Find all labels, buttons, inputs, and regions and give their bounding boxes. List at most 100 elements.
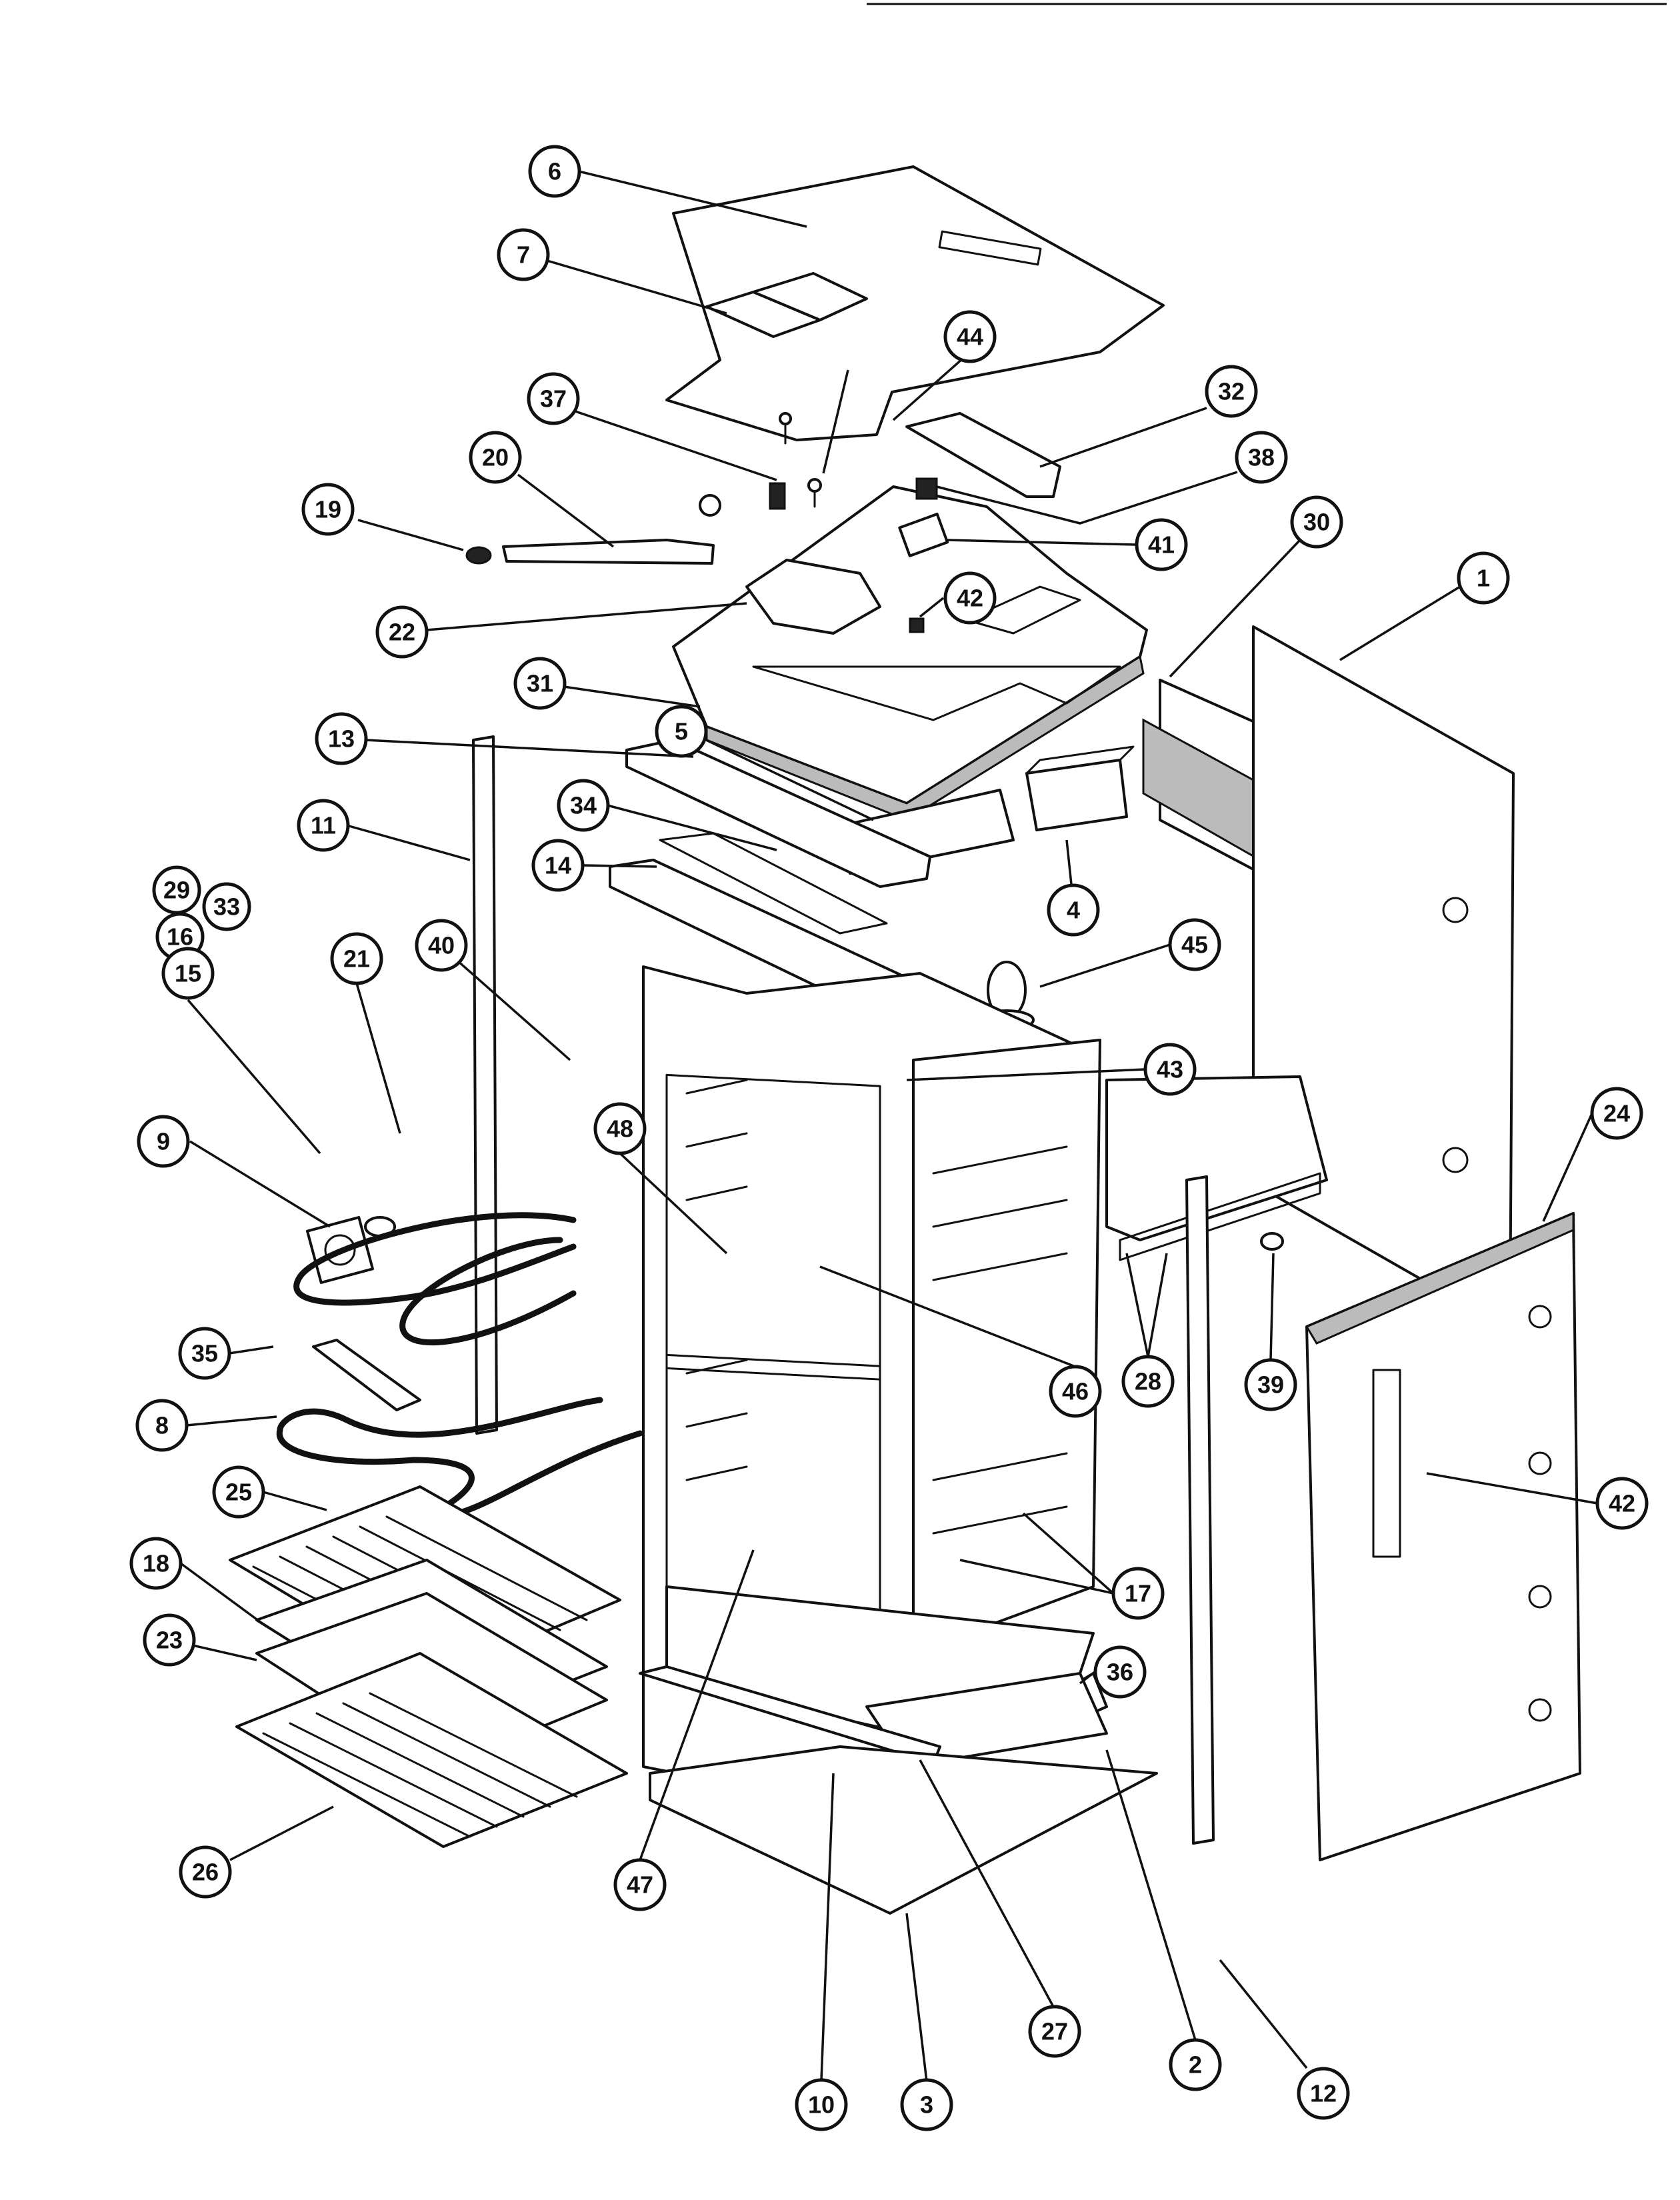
callout-22-label: 22 bbox=[389, 619, 415, 646]
callout-17-circle bbox=[1111, 1567, 1165, 1620]
callout-2-label: 2 bbox=[1189, 2051, 1202, 2079]
callout-7: 7 bbox=[497, 228, 550, 281]
callout-26-label: 26 bbox=[192, 1859, 219, 1886]
leader-lines bbox=[169, 170, 1598, 2082]
leader-line bbox=[346, 824, 471, 861]
callout-45-label: 45 bbox=[1181, 931, 1208, 959]
leader-line bbox=[959, 1512, 1115, 1595]
callout-8-circle bbox=[135, 1399, 189, 1452]
divider-pan-2 bbox=[1119, 1172, 1321, 1261]
callout-35-circle bbox=[178, 1327, 231, 1380]
toe-kick bbox=[639, 1665, 941, 1765]
broil-element-outer bbox=[293, 1212, 577, 1306]
side-panel-hole bbox=[1528, 1305, 1552, 1329]
callout-29-label: 29 bbox=[163, 877, 190, 904]
callout-18-label: 18 bbox=[143, 1550, 169, 1577]
callout-44-label: 44 bbox=[957, 323, 983, 351]
leader-line bbox=[189, 1140, 331, 1228]
callout-36: 36 bbox=[1093, 1645, 1147, 1699]
callout-10-circle bbox=[795, 2078, 848, 2131]
callout-1-label: 1 bbox=[1477, 565, 1490, 592]
leader-line bbox=[1219, 1959, 1308, 2069]
callout-46: 46 bbox=[1049, 1365, 1102, 1418]
callout-27-circle bbox=[1028, 2005, 1081, 2058]
callout-31-circle bbox=[513, 657, 567, 710]
callout-6: 6 bbox=[528, 145, 581, 198]
callout-26: 26 bbox=[179, 1845, 232, 1899]
callout-25-circle bbox=[212, 1465, 265, 1519]
leader-line bbox=[439, 944, 571, 1061]
rack-guide-right bbox=[932, 1145, 1068, 1535]
leader-line bbox=[357, 519, 464, 551]
callout-15: 15 bbox=[161, 947, 215, 1000]
callout-38-label: 38 bbox=[1248, 444, 1275, 471]
part-drawings bbox=[229, 165, 1581, 1915]
callout-19: 19 bbox=[301, 483, 355, 536]
broil-element-inner bbox=[399, 1237, 577, 1346]
callout-11-label: 11 bbox=[311, 812, 336, 839]
callout-11-circle bbox=[297, 799, 350, 852]
leader-line bbox=[946, 539, 1137, 546]
control-panel-face bbox=[752, 665, 1121, 721]
rack-guide bbox=[685, 1079, 748, 1481]
callout-5: 5 bbox=[655, 705, 708, 758]
callout-14-label: 14 bbox=[545, 852, 571, 879]
callout-31-label: 31 bbox=[527, 670, 553, 697]
top-panel-slot bbox=[938, 230, 1042, 266]
callout-19-circle bbox=[301, 483, 355, 536]
callout-5-circle bbox=[655, 705, 708, 758]
side-panel-edge bbox=[1305, 1211, 1575, 1345]
light-socket-lamp bbox=[324, 1234, 356, 1266]
leader-line bbox=[1426, 1472, 1598, 1505]
callout-10-label: 10 bbox=[808, 2091, 835, 2119]
leader-line bbox=[187, 999, 321, 1155]
control-knob bbox=[465, 546, 492, 565]
callout-48-label: 48 bbox=[607, 1115, 633, 1143]
door-switch-upper bbox=[909, 617, 925, 633]
callout-1-circle bbox=[1457, 551, 1510, 605]
callout-7-label: 7 bbox=[517, 241, 530, 269]
leader-line bbox=[1125, 1253, 1168, 1357]
leader-line bbox=[1079, 1671, 1096, 1685]
callout-27-label: 27 bbox=[1041, 2018, 1068, 2045]
callout-39: 39 bbox=[1244, 1358, 1297, 1411]
callout-43-label: 43 bbox=[1157, 1056, 1183, 1083]
control-panel-recess bbox=[965, 585, 1081, 635]
leader-line bbox=[822, 369, 849, 474]
callout-47-circle bbox=[613, 1858, 667, 1911]
callout-25-label: 25 bbox=[225, 1479, 252, 1506]
callout-9-label: 9 bbox=[157, 1128, 170, 1155]
callout-24: 24 bbox=[1590, 1087, 1643, 1140]
callout-35: 35 bbox=[178, 1327, 231, 1380]
lower-rack-bars bbox=[262, 1692, 578, 1838]
callout-10: 10 bbox=[795, 2078, 848, 2131]
callout-43: 43 bbox=[1143, 1043, 1197, 1096]
relay-switch bbox=[769, 482, 786, 510]
divider-pan bbox=[1105, 1075, 1328, 1241]
callout-32-label: 32 bbox=[1218, 378, 1245, 405]
leader-line bbox=[365, 739, 694, 758]
callout-47-label: 47 bbox=[627, 1871, 653, 1899]
callout-39-circle bbox=[1244, 1358, 1297, 1411]
callout-23-label: 23 bbox=[156, 1627, 183, 1654]
callout-29: 29 bbox=[152, 865, 201, 915]
callout-4: 4 bbox=[1047, 883, 1100, 937]
leader-line bbox=[517, 473, 615, 548]
callout-14: 14 bbox=[531, 839, 585, 892]
side-bracket bbox=[905, 412, 1061, 498]
rear-panel-hole bbox=[1442, 897, 1469, 923]
side-panel-hole-3 bbox=[1528, 1585, 1552, 1609]
leader-line bbox=[892, 352, 970, 421]
callout-42-lower-circle bbox=[1595, 1477, 1649, 1530]
leader-line bbox=[526, 253, 727, 315]
callout-46-circle bbox=[1049, 1365, 1102, 1418]
callout-44-circle bbox=[943, 310, 997, 363]
callout-42-upper-label: 42 bbox=[957, 585, 983, 612]
leader-line bbox=[919, 1759, 1055, 2007]
callout-39-label: 39 bbox=[1257, 1371, 1284, 1399]
callout-33-label: 33 bbox=[213, 893, 240, 921]
callout-13: 13 bbox=[315, 712, 368, 765]
leader-line bbox=[1039, 407, 1207, 468]
callout-40-circle bbox=[415, 919, 468, 972]
side-panel-hole-2 bbox=[1528, 1451, 1552, 1475]
